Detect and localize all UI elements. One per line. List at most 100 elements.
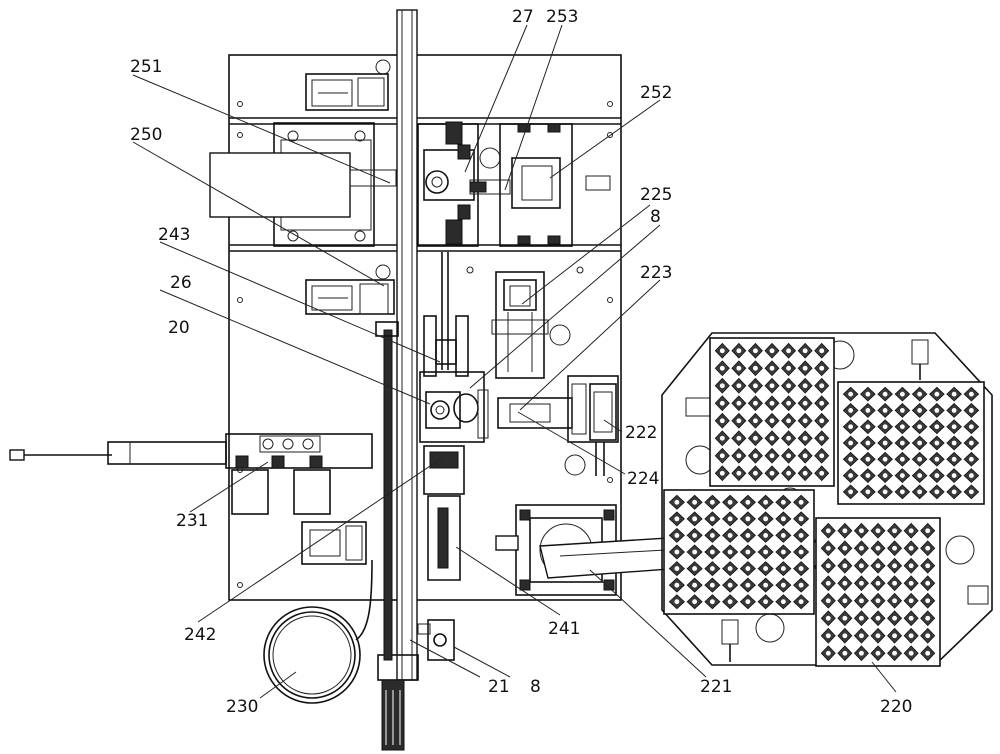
- tray-pocket-hole: [883, 457, 888, 462]
- tray-pocket-hole: [826, 651, 831, 656]
- tray-pocket-hole: [770, 453, 775, 458]
- tray-pocket-hole: [876, 528, 881, 533]
- label-252: 252: [640, 83, 672, 103]
- tray-pocket-hole: [934, 441, 939, 446]
- tray-pocket-hole: [925, 598, 930, 603]
- tray-pocket-hole: [736, 436, 741, 441]
- label-243: 243: [158, 225, 190, 245]
- tray-pocket-hole: [917, 441, 922, 446]
- tray-pocket-hole: [674, 516, 679, 521]
- mid-column: [420, 252, 488, 442]
- tray-pocket-hole: [710, 583, 715, 588]
- tray-pocket-hole: [934, 457, 939, 462]
- tray-pocket-hole: [925, 546, 930, 551]
- upper-gripper: [418, 122, 510, 246]
- tray-pocket-hole: [859, 598, 864, 603]
- tray-pocket-hole: [786, 436, 791, 441]
- tray-pocket-hole: [917, 424, 922, 429]
- label-231: 231: [176, 511, 208, 531]
- tray-pocket-hole: [883, 408, 888, 413]
- tray-pocket-hole: [728, 599, 733, 604]
- tray-pocket-hole: [720, 401, 725, 406]
- tray-pocket-hole: [803, 418, 808, 423]
- tray-pocket-hole: [799, 583, 804, 588]
- tray-pocket-hole: [692, 583, 697, 588]
- label-21: 21: [488, 677, 510, 697]
- tray-pocket-hole: [865, 441, 870, 446]
- tray-pocket-hole: [753, 348, 758, 353]
- label-8-lower: 8: [530, 677, 541, 697]
- tray-pocket-hole: [848, 489, 853, 494]
- tray-pocket-hole: [819, 383, 824, 388]
- tray-pocket-hole: [710, 566, 715, 571]
- tray-pocket-hole: [892, 633, 897, 638]
- tray-right: [838, 382, 984, 504]
- tray-pocket-hole: [952, 424, 957, 429]
- tray-pocket-hole: [900, 473, 905, 478]
- tray-pocket-hole: [826, 528, 831, 533]
- label-220: 220: [880, 697, 912, 717]
- tray-pocket-hole: [952, 408, 957, 413]
- tray-pocket-hole: [753, 401, 758, 406]
- tray-pocket-hole: [803, 401, 808, 406]
- tray-pocket-hole: [848, 424, 853, 429]
- component-252: [500, 124, 610, 246]
- tray-pocket-hole: [770, 348, 775, 353]
- tray-pocket-hole: [900, 489, 905, 494]
- tray-pocket-hole: [786, 418, 791, 423]
- tray-pocket-hole: [786, 348, 791, 353]
- tray-pocket-hole: [692, 566, 697, 571]
- tray-pocket-hole: [892, 581, 897, 586]
- label-251: 251: [130, 57, 162, 77]
- tray-pocket-hole: [763, 516, 768, 521]
- tray-pocket-hole: [859, 633, 864, 638]
- tray-pocket-hole: [917, 489, 922, 494]
- tray-pocket-hole: [720, 453, 725, 458]
- tray-pocket-hole: [753, 436, 758, 441]
- tray-pocket-hole: [799, 533, 804, 538]
- tray-pocket-hole: [925, 633, 930, 638]
- label-223: 223: [640, 263, 672, 283]
- tray-pocket-hole: [728, 583, 733, 588]
- tray-pocket-hole: [842, 528, 847, 533]
- tray-pocket-hole: [934, 473, 939, 478]
- tray-pocket-hole: [692, 550, 697, 555]
- tray-pocket-hole: [745, 566, 750, 571]
- tray-pocket-hole: [781, 500, 786, 505]
- tray-pocket-hole: [770, 401, 775, 406]
- tray-pocket-hole: [909, 598, 914, 603]
- tray-pocket-hole: [763, 550, 768, 555]
- tray-pocket-hole: [865, 392, 870, 397]
- tray-pocket-hole: [799, 550, 804, 555]
- tray-pocket-hole: [770, 418, 775, 423]
- tray-pocket-hole: [745, 500, 750, 505]
- tray-pocket-hole: [842, 616, 847, 621]
- tray-pocket-hole: [848, 392, 853, 397]
- tray-pocket-hole: [892, 563, 897, 568]
- tray-pocket-hole: [763, 599, 768, 604]
- label-250: 250: [130, 125, 162, 145]
- tray-pocket-hole: [925, 528, 930, 533]
- tray-pocket-hole: [876, 633, 881, 638]
- tray-pocket-hole: [848, 473, 853, 478]
- tray-pocket-hole: [799, 599, 804, 604]
- tray-pocket-hole: [786, 383, 791, 388]
- tray-pocket-hole: [720, 471, 725, 476]
- tray-pocket-hole: [934, 489, 939, 494]
- tray-pocket-hole: [753, 383, 758, 388]
- tray-pocket-hole: [909, 633, 914, 638]
- tray-pocket-hole: [876, 563, 881, 568]
- label-241: 241: [548, 619, 580, 639]
- tray-pocket-hole: [909, 651, 914, 656]
- tray-pocket-hole: [720, 366, 725, 371]
- label-230: 230: [226, 697, 258, 717]
- tray-pocket-hole: [969, 457, 974, 462]
- tray-pocket-hole: [803, 348, 808, 353]
- tray-pocket-hole: [728, 516, 733, 521]
- tray-pocket-hole: [710, 599, 715, 604]
- tray-pocket-hole: [819, 453, 824, 458]
- tray-pocket-hole: [763, 583, 768, 588]
- component-250: [210, 123, 396, 246]
- tray-pocket-hole: [674, 533, 679, 538]
- tray-pocket-hole: [745, 533, 750, 538]
